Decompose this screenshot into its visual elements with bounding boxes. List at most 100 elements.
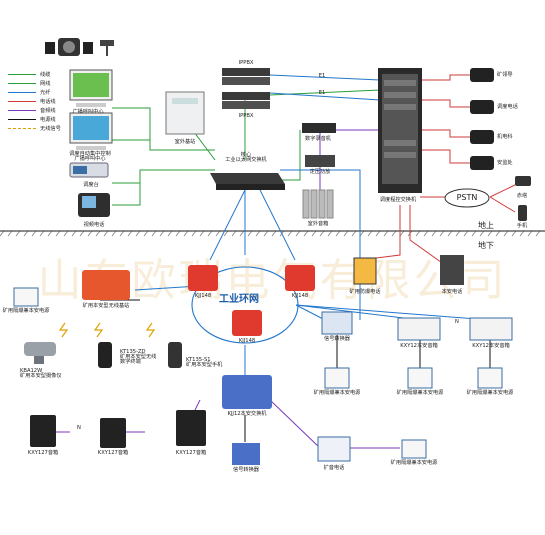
phone-label: 安监处 [497, 160, 513, 166]
column-speaker-icon [302, 189, 334, 219]
ring-network-title: 工业环网 [219, 294, 259, 305]
signal-box-label: 信号转换器 [233, 467, 259, 473]
power-label: 矿用隔爆兼本安电源 [2, 308, 50, 314]
legend-label: 无线信号 [40, 125, 61, 132]
legend-label: 电源线 [40, 116, 56, 123]
handheld-label: KT135-ZD 矿用本安型无线 数字终端 [120, 349, 157, 366]
desk-phone-icon [470, 68, 494, 170]
dispatcher-switch-label: 调度程控交换机 [379, 197, 417, 203]
video-phone-label: 视频电话 [83, 222, 105, 228]
legend-swatch [8, 118, 36, 120]
legend-item: 电源线 [8, 115, 56, 123]
intrinsic-phone-label: 本安电话 [441, 289, 463, 295]
phone-handset-icon [515, 176, 531, 221]
mine-phone-icon [353, 255, 464, 285]
phone-label: 机电科 [497, 134, 513, 140]
legend-swatch [8, 91, 36, 93]
amplifier-icon [305, 155, 335, 167]
ippbx-server-icon [222, 92, 270, 109]
kjj148-label: KJJ148 [291, 293, 309, 299]
dispatch-desk-icon [69, 162, 109, 178]
amp-label: KXY127音箱 [175, 450, 207, 456]
broadcast-center-label: 广播呼叫中心 [72, 109, 104, 115]
above-ground-label: 地上 [478, 221, 494, 230]
power-label: 矿用隔爆兼本安电源 [396, 390, 444, 396]
camera-label: KBA12W 矿用本安型摄像仪 [20, 368, 62, 380]
ippbx-server-icon [222, 68, 270, 85]
below-ground-label: 地下 [478, 241, 494, 250]
recorder-icon [302, 123, 336, 133]
handheld-icon [98, 342, 182, 368]
legend-label: 线缆 [40, 71, 51, 78]
server-rack-icon [378, 68, 422, 193]
camera-icon [24, 342, 56, 364]
ippbx-label: IPPBX [238, 60, 254, 66]
recorder-label: 数字录音机 [305, 136, 331, 142]
kjj12-label: KJJ12本安交换机 [227, 411, 267, 417]
e1-label: E1 [318, 73, 326, 79]
legend-item: 网线 [8, 79, 50, 87]
outdoor-speaker-label: 室外音箱 [307, 221, 329, 227]
n-marker: N [455, 319, 459, 325]
monitor-icon [69, 112, 113, 150]
amp-label: KXY127音箱 [97, 450, 129, 456]
power-label: 矿用隔爆兼本安电源 [313, 390, 361, 396]
power-supply-icon [13, 287, 503, 459]
core-switch-label: 核心 工业以太网交换机 [225, 152, 267, 164]
n-marker: N [77, 425, 81, 431]
kjj12-switch-icon [222, 375, 272, 409]
power-label: 矿用隔爆兼本安电源 [390, 460, 438, 466]
legend-label: 音频线 [40, 107, 56, 114]
legend-label: 光纤 [40, 89, 51, 96]
phone-label: 调度电话 [497, 104, 518, 110]
power-label: 矿用隔爆兼本安电源 [466, 390, 514, 396]
outdoor-box-label: 室外基站 [174, 139, 196, 145]
broadcast-phone-label: 扩音电话 [323, 465, 345, 471]
kjj148-switch-icon [188, 265, 315, 336]
signal-converter-icon [232, 443, 260, 465]
legend-item: 无线信号 [8, 124, 61, 132]
e1-label: E1 [318, 90, 326, 96]
amplifier-icon [30, 410, 206, 448]
speaker-camera-icon [45, 38, 114, 56]
wireless-base-icon [82, 270, 130, 300]
monitor-icon [69, 69, 113, 107]
legend-item: 音频线 [8, 106, 56, 114]
kjj148-label: KJJ148 [238, 338, 256, 344]
signal-converter-icon [321, 311, 353, 335]
wireless-base-label: 矿用本安型无线基站 [82, 303, 130, 309]
ippbx-label: IPPBX [238, 113, 254, 119]
legend-swatch [8, 109, 36, 111]
legend-item: 光纤 [8, 88, 50, 96]
speaker-box-icon [397, 317, 513, 341]
handheld-label: KT135-S1 矿用本安型手机 [186, 357, 223, 369]
outdoor-base-icon [165, 91, 205, 135]
legend-swatch [8, 82, 36, 84]
signal-box-label: 信号转换器 [324, 336, 350, 342]
speaker-box-label: KXY12本安音箱 [400, 343, 438, 349]
legend-label: 网线 [40, 80, 51, 87]
legend-swatch [8, 127, 36, 129]
speaker-box-label: KXY12本安音箱 [472, 343, 510, 349]
legend-item: 线缆 [8, 70, 50, 78]
mine-phone-label: 矿用防爆电话 [349, 289, 381, 295]
pstn-label: PSTN [456, 193, 478, 202]
phone-label: 矿领导 [497, 72, 513, 78]
pstn-cloud [444, 188, 490, 208]
video-phone-icon [78, 193, 110, 217]
amp-label: KXY127音箱 [27, 450, 59, 456]
dispatch-desk-label: 调度台 [83, 182, 99, 188]
kjj148-label: KJJ148 [194, 293, 212, 299]
mobile-b-label: 手机 [516, 223, 528, 229]
legend-item: 电话线 [8, 97, 56, 105]
mobile-a-label: 赤塔 [516, 193, 528, 199]
dispatch-center-label: 调度自动集中控制 广播呼叫中心 [69, 151, 111, 163]
legend-label: 电话线 [40, 98, 56, 105]
core-switch-icon [210, 173, 285, 190]
amplifier-label: 定压功放 [309, 169, 331, 175]
legend-swatch [8, 73, 36, 75]
legend-swatch [8, 100, 36, 102]
